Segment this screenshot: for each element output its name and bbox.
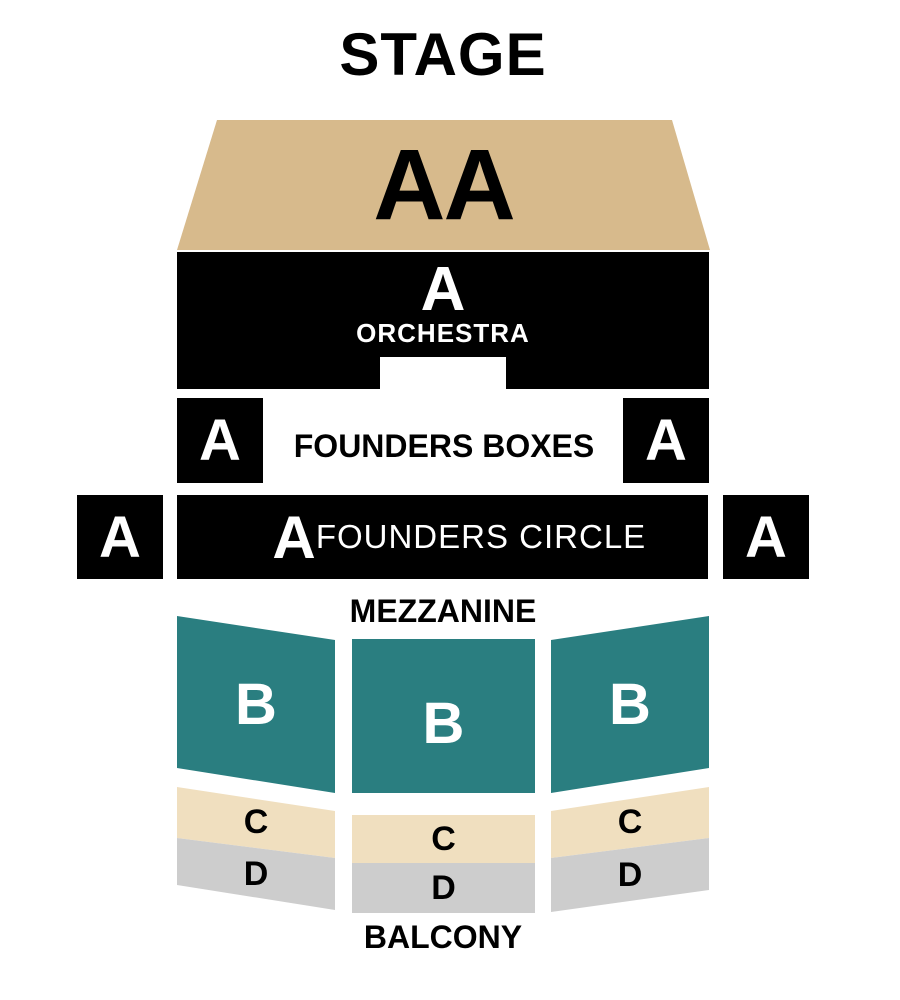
section-aa-letter: AA — [373, 129, 515, 241]
mezzanine-label: MEZZANINE — [349, 593, 537, 629]
founders-circle-name: FOUNDERS CIRCLE — [315, 518, 647, 555]
mezzanine-b-center-letter: B — [422, 690, 465, 756]
founders-circle-section[interactable]: A FOUNDERS CIRCLE — [177, 495, 708, 579]
orchestra-section-name: ORCHESTRA — [356, 317, 530, 348]
mezzanine-section-b-left[interactable]: B — [177, 616, 335, 793]
founders-circle-far-right-letter: A — [745, 504, 787, 570]
mezzanine-section-b-center[interactable]: B — [352, 639, 535, 793]
balcony-section-c-center[interactable]: C — [352, 815, 535, 863]
founders-circle-far-left-box[interactable]: A — [77, 495, 163, 579]
balcony-d-right-letter: D — [617, 855, 643, 894]
balcony-c-right-letter: C — [617, 803, 643, 841]
founders-box-right[interactable]: A — [623, 398, 709, 483]
balcony-d-center-letter: D — [431, 868, 456, 907]
founders-boxes-label: FOUNDERS BOXES — [293, 428, 595, 464]
founders-box-left[interactable]: A — [177, 398, 263, 483]
balcony-section-d-center[interactable]: D — [352, 863, 535, 913]
founders-box-right-letter: A — [645, 408, 687, 473]
founders-circle-far-right-box[interactable]: A — [723, 495, 809, 579]
orchestra-section-letter: A — [420, 254, 466, 324]
balcony-d-left-letter: D — [243, 854, 269, 893]
mezzanine-section-b-right[interactable]: B — [551, 616, 709, 793]
founders-circle-letter: A — [272, 503, 316, 571]
section-a-orchestra[interactable]: A ORCHESTRA — [177, 252, 709, 389]
balcony-c-left-letter: C — [243, 803, 269, 841]
mezzanine-b-left-letter: B — [235, 672, 277, 737]
balcony-label: BALCONY — [363, 919, 523, 955]
section-aa-pit[interactable]: AA — [177, 120, 710, 250]
founders-circle-far-left-letter: A — [99, 504, 141, 570]
founders-box-left-letter: A — [199, 408, 241, 473]
stage-label: STAGE — [339, 21, 547, 88]
balcony-c-center-letter: C — [431, 819, 456, 858]
mezzanine-b-right-letter: B — [609, 672, 651, 737]
